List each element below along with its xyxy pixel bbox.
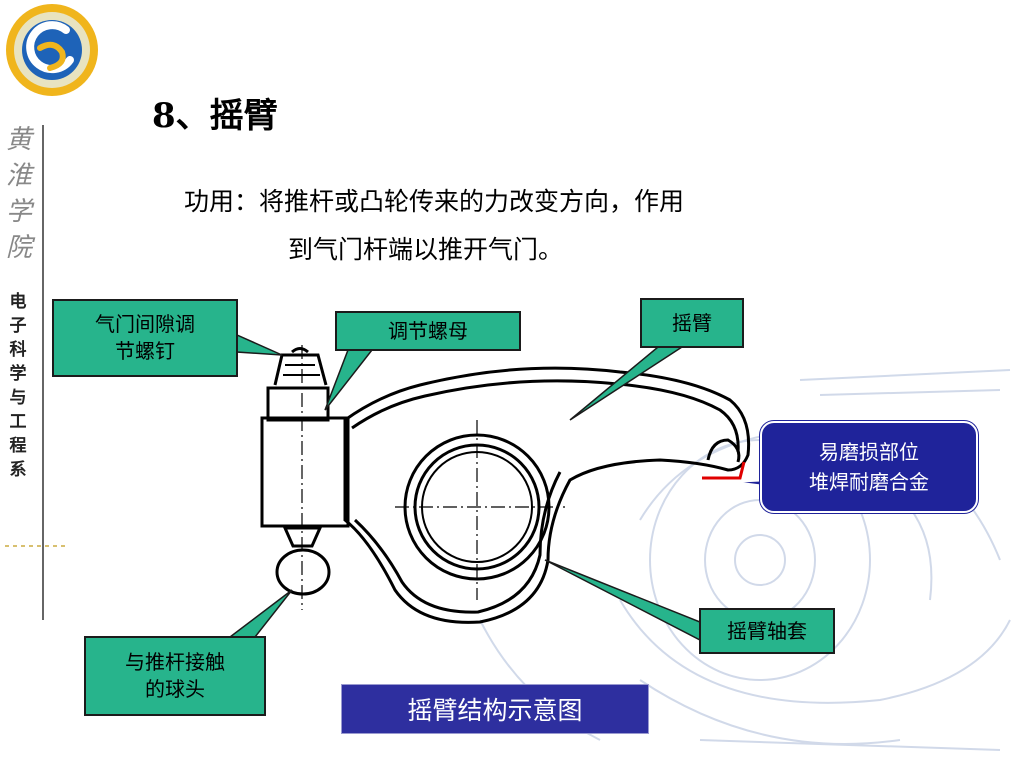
department-name: 电子科学与工程系 (9, 292, 27, 480)
sidebar-dash (5, 545, 65, 547)
diagram-caption: 摇臂结构示意图 (341, 684, 649, 734)
callout-wear-part-line1: 易磨损部位 (819, 440, 919, 464)
pointer-bushing (544, 559, 701, 642)
callout-wear-part: 易磨损部位 堆焊耐磨合金 (760, 421, 978, 513)
pointer-ball-head (227, 589, 293, 638)
pointer-adjust-screw (236, 333, 283, 356)
callout-valve-clearance-screw: 气门间隙调 节螺钉 (52, 299, 238, 377)
rocker-arm-body (343, 366, 751, 624)
callout-ball-head: 与推杆接触 的球头 (84, 636, 266, 716)
callout-valve-clearance-screw-line1: 气门间隙调 (95, 312, 195, 336)
description-line-2: 到气门杆端以推开气门。 (288, 235, 564, 264)
callout-ball-head-line2: 的球头 (145, 677, 205, 701)
school-logo (6, 4, 98, 96)
pointer-adjust-nut (324, 349, 374, 411)
sidebar-divider (42, 125, 44, 620)
callout-wear-part-line2: 堆焊耐磨合金 (809, 470, 929, 494)
callout-adjust-nut: 调节螺母 (335, 311, 521, 351)
callout-ball-head-line1: 与推杆接触 (125, 650, 225, 674)
page-title: 8、摇臂 (152, 96, 278, 136)
school-name: 黄淮学院 (5, 125, 32, 263)
description-line-1: 功用：将推杆或凸轮传来的力改变方向，作用 (184, 187, 685, 216)
callout-rocker-arm: 摇臂 (640, 298, 744, 348)
callout-bushing: 摇臂轴套 (699, 608, 835, 654)
pointer-rocker (569, 346, 685, 421)
callout-valve-clearance-screw-line2: 节螺钉 (115, 339, 175, 363)
wear-area-mark (702, 461, 746, 480)
